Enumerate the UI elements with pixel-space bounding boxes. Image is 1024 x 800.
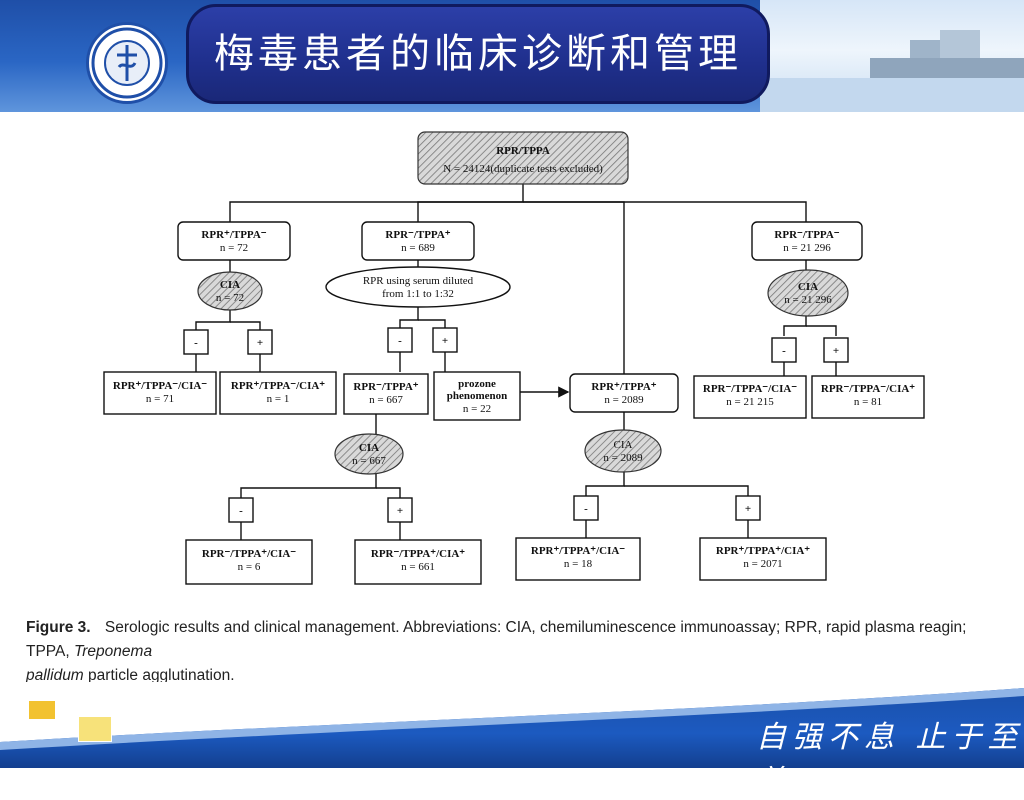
plus-box: +	[735, 495, 761, 521]
minus-box: -	[228, 497, 254, 523]
hospital-logo	[86, 22, 168, 104]
node-label: RPR⁻/TPPA⁻/CIA⁻	[703, 383, 797, 395]
node-root-count: N = 24124(duplicate tests excluded)	[443, 163, 603, 175]
deco-square-icon	[78, 716, 112, 742]
cia-count: n = 667	[352, 455, 386, 467]
node-rpr-pos-tppa-neg-cia-neg: RPR⁺/TPPA⁻/CIA⁻ n = 71	[103, 371, 217, 415]
plus-box: +	[247, 329, 273, 355]
node-root-title: RPR/TPPA	[496, 145, 550, 157]
minus-box: -	[387, 327, 413, 353]
minus-sign: -	[194, 337, 198, 349]
caption-italic-2: pallidum	[26, 667, 84, 684]
node-count: n = 18	[564, 558, 593, 570]
prozone-count: n = 22	[463, 403, 491, 415]
cia-label: CIA	[220, 279, 240, 291]
prozone-line1: prozone	[458, 378, 496, 390]
node-label: RPR⁺/TPPA⁻/CIA⁺	[231, 380, 325, 392]
building-skyline	[760, 30, 1024, 112]
prozone-line2: phenomenon	[447, 390, 508, 402]
node-label: RPR⁺/TPPA⁺	[591, 381, 656, 393]
caption-italic-1: Treponema	[73, 643, 153, 660]
cia-count: n = 21 296	[784, 294, 832, 306]
plus-box: +	[432, 327, 458, 353]
page-title: 梅毒患者的临床诊断和管理	[214, 31, 742, 77]
node-count: n = 21 296	[783, 242, 831, 254]
node-rpr-pos-tppa-pos-cia-pos: RPR⁺/TPPA⁺/CIA⁺ n = 2071	[699, 537, 827, 581]
node-count: n = 1	[267, 393, 290, 405]
minus-sign: -	[782, 345, 786, 357]
node-rpr-neg-tppa-neg-cia-neg: RPR⁻/TPPA⁻/CIA⁻ n = 21 215	[693, 375, 807, 419]
node-rpr-pos-tppa-neg: RPR⁺/TPPA⁻ n = 72	[177, 221, 291, 261]
dilution-line1: RPR using serum diluted	[363, 275, 474, 287]
plus-box: +	[387, 497, 413, 523]
node-label: RPR⁺/TPPA⁻	[201, 229, 266, 241]
node-label: RPR⁺/TPPA⁻/CIA⁻	[113, 380, 207, 392]
cia-label: CIA	[798, 281, 818, 293]
plus-box: +	[823, 337, 849, 363]
minus-sign: -	[584, 503, 588, 515]
footer-motto: 自强不息 止于至善	[756, 720, 1024, 799]
node-label: RPR⁻/TPPA⁻	[774, 229, 839, 241]
plus-sign: +	[442, 335, 448, 347]
node-label: RPR⁻/TPPA⁺/CIA⁻	[202, 548, 296, 560]
minus-box: -	[573, 495, 599, 521]
node-count: n = 81	[854, 396, 882, 408]
logo-emblem-icon	[91, 27, 163, 99]
node-rpr-neg-tppa-pos: RPR⁻/TPPA⁺ n = 689	[361, 221, 475, 261]
cia-count: n = 2089	[603, 452, 643, 464]
connector-lines	[195, 184, 837, 540]
cia-count: n = 72	[216, 292, 244, 304]
plus-sign: +	[257, 337, 263, 349]
cia-ellipse-21296: CIA n = 21 296	[767, 269, 849, 317]
cia-label: CIA	[614, 439, 633, 451]
node-rpr-neg-tppa-pos-667: RPR⁻/TPPA⁺ n = 667	[343, 373, 429, 415]
caption-text-1: Serologic results and clinical managemen…	[26, 619, 967, 660]
node-label: RPR⁻/TPPA⁺	[353, 381, 418, 393]
node-label: RPR⁻/TPPA⁻/CIA⁺	[821, 383, 915, 395]
caption-label: Figure 3.	[26, 619, 91, 636]
node-count: n = 71	[146, 393, 174, 405]
plus-sign: +	[397, 505, 403, 517]
node-rpr-neg-tppa-pos-cia-neg: RPR⁻/TPPA⁺/CIA⁻ n = 6	[185, 539, 313, 585]
minus-sign: -	[239, 505, 243, 517]
cia-label: CIA	[359, 442, 379, 454]
node-count: n = 72	[220, 242, 248, 254]
node-rpr-neg-tppa-pos-cia-pos: RPR⁻/TPPA⁺/CIA⁺ n = 661	[354, 539, 482, 585]
figure-caption: Figure 3. Serologic results and clinical…	[26, 616, 1006, 688]
flowchart: RPR/TPPA N = 24124(duplicate tests exclu…	[103, 131, 925, 585]
dilution-line2: from 1:1 to 1:32	[382, 288, 454, 300]
node-rpr-neg-tppa-neg-cia-pos: RPR⁻/TPPA⁻/CIA⁺ n = 81	[811, 375, 925, 419]
dilution-ellipse: RPR using serum diluted from 1:1 to 1:32	[325, 266, 511, 308]
footer-swoosh	[0, 682, 1024, 750]
node-count: n = 2071	[743, 558, 782, 570]
node-label: RPR⁺/TPPA⁺/CIA⁻	[531, 545, 625, 557]
node-count: n = 689	[401, 242, 435, 254]
node-rpr-pos-tppa-neg-cia-pos: RPR⁺/TPPA⁻/CIA⁺ n = 1	[219, 371, 337, 415]
title-pill	[186, 4, 770, 104]
node-count: n = 6	[238, 561, 261, 573]
node-root: RPR/TPPA N = 24124(duplicate tests exclu…	[417, 131, 629, 185]
deco-square-icon	[28, 700, 56, 720]
minus-sign: -	[398, 335, 402, 347]
node-count: n = 661	[401, 561, 435, 573]
plus-sign: +	[833, 345, 839, 357]
node-label: RPR⁻/TPPA⁺/CIA⁺	[371, 548, 465, 560]
header-building-photo	[760, 0, 1024, 112]
minus-box: -	[771, 337, 797, 363]
node-rpr-pos-tppa-pos-cia-neg: RPR⁺/TPPA⁺/CIA⁻ n = 18	[515, 537, 641, 581]
plus-sign: +	[745, 503, 751, 515]
minus-box: -	[183, 329, 209, 355]
cia-ellipse-667: CIA n = 667	[334, 433, 404, 475]
cia-ellipse-72: CIA n = 72	[197, 271, 263, 311]
cia-ellipse-2089: CIA n = 2089	[584, 429, 662, 473]
node-count: n = 667	[369, 394, 403, 406]
node-count: n = 2089	[604, 394, 644, 406]
node-rpr-pos-tppa-pos: RPR⁺/TPPA⁺ n = 2089	[569, 373, 679, 413]
node-rpr-neg-tppa-neg: RPR⁻/TPPA⁻ n = 21 296	[751, 221, 863, 261]
node-prozone: prozone phenomenon n = 22	[433, 371, 521, 421]
node-count: n = 21 215	[726, 396, 774, 408]
caption-text-2: particle agglutination.	[88, 667, 235, 684]
node-label: RPR⁺/TPPA⁺/CIA⁺	[716, 545, 810, 557]
node-label: RPR⁻/TPPA⁺	[385, 229, 450, 241]
